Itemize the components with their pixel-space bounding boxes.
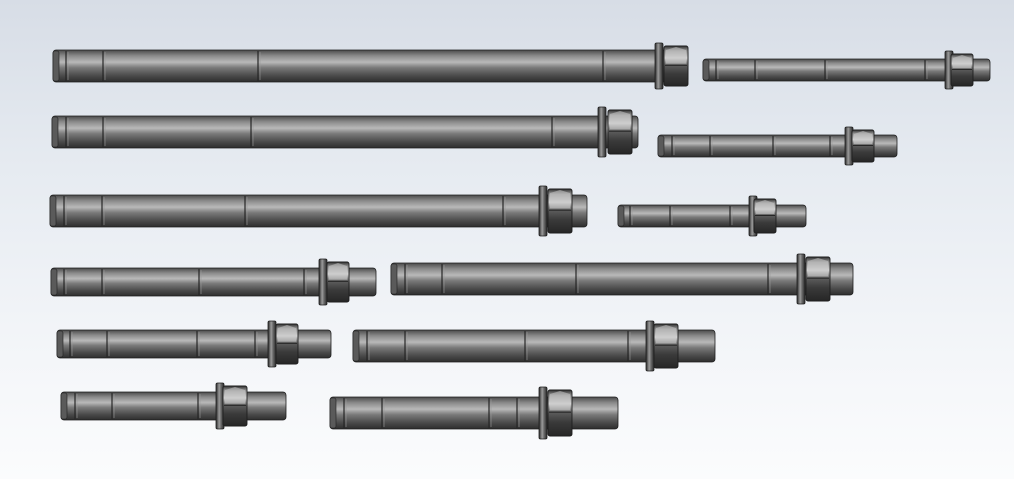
bolt-rod bbox=[52, 49, 689, 83]
hex-nut-face bbox=[225, 387, 245, 404]
anchor-bolt bbox=[60, 382, 287, 430]
anchor-bolt bbox=[702, 50, 991, 90]
washer bbox=[796, 253, 806, 305]
bolt-end-chamfer bbox=[49, 195, 57, 227]
bolt-end-chamfer bbox=[60, 392, 68, 420]
bolt-group bbox=[49, 42, 991, 440]
hex-nut-face bbox=[756, 200, 774, 214]
bolt-end-chamfer bbox=[617, 205, 625, 227]
hex-nut-face bbox=[656, 325, 676, 344]
anchor-bolt bbox=[56, 320, 332, 368]
bolt-end-chamfer bbox=[329, 397, 337, 429]
anchor-bolt bbox=[352, 320, 716, 372]
hex-nut-face bbox=[666, 47, 686, 64]
bolt-end-chamfer bbox=[56, 330, 64, 358]
bolt-end-chamfer bbox=[390, 263, 398, 295]
bolt-rod bbox=[617, 204, 807, 228]
hex-nut-face bbox=[854, 131, 872, 145]
washer bbox=[267, 320, 277, 368]
bolt-end-chamfer bbox=[702, 59, 710, 81]
anchor-bolt bbox=[329, 386, 619, 440]
bolt-end-chamfer bbox=[352, 330, 360, 362]
anchor-bolt bbox=[617, 195, 807, 237]
anchor-bolt bbox=[657, 126, 898, 166]
washer bbox=[597, 106, 607, 158]
anchor-bolt bbox=[390, 253, 854, 305]
washer bbox=[654, 42, 664, 90]
hex-nut-face bbox=[278, 325, 296, 342]
hex-nut-face bbox=[808, 258, 828, 277]
hex-nut-face bbox=[550, 391, 570, 411]
bolt-end-chamfer bbox=[50, 268, 58, 296]
anchor-bolt bbox=[49, 185, 588, 237]
bolt-rod bbox=[60, 391, 287, 421]
anchor-bolt bbox=[51, 106, 639, 158]
washer bbox=[645, 320, 655, 372]
washer bbox=[538, 386, 548, 440]
hex-nut-face bbox=[550, 190, 570, 209]
bolt-end-chamfer bbox=[52, 50, 60, 82]
bolt-rod bbox=[49, 194, 588, 228]
anchor-bolt bbox=[50, 258, 377, 306]
bolt-end-chamfer bbox=[657, 135, 665, 157]
hex-nut-face bbox=[610, 111, 630, 130]
bolt-rod bbox=[390, 262, 854, 296]
washer bbox=[538, 185, 548, 237]
bolt-rod bbox=[329, 396, 619, 430]
washer bbox=[318, 258, 328, 306]
bolt-end-chamfer bbox=[51, 116, 59, 148]
hex-nut-face bbox=[329, 263, 347, 280]
bolt-rod bbox=[51, 115, 639, 149]
anchor-bolt bbox=[52, 42, 689, 90]
hex-nut-face bbox=[953, 55, 971, 69]
